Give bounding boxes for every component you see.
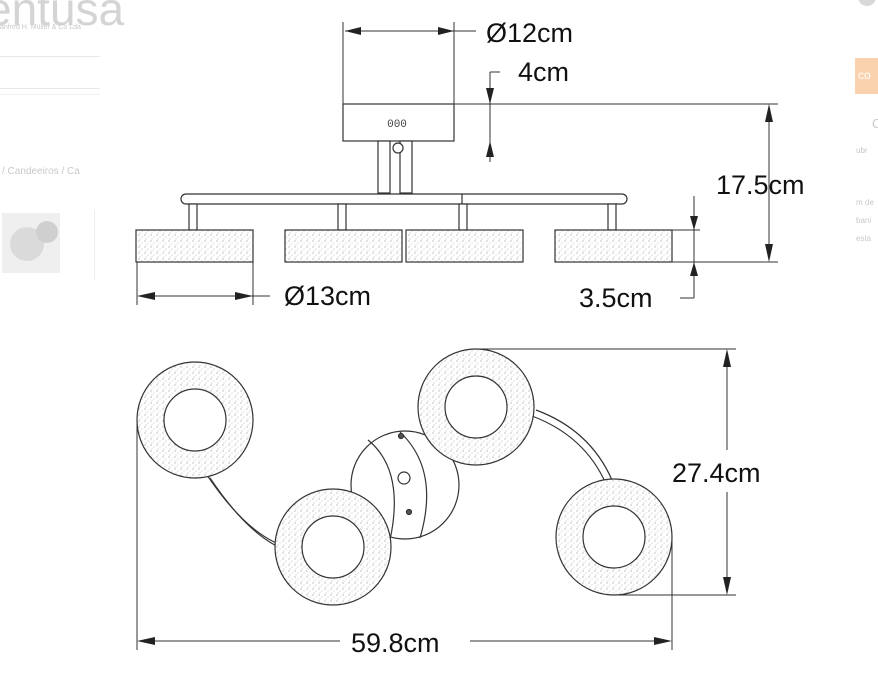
dim-width: 59.8cm <box>351 628 440 658</box>
right-snippet-4: bani <box>856 216 872 225</box>
canopy-marking: 000 <box>387 119 407 131</box>
right-snippet-1: C <box>872 116 878 131</box>
arm <box>180 193 628 205</box>
shade-side-3 <box>405 229 524 263</box>
dim-total-height: 17.5cm <box>716 170 805 200</box>
logo-subtitle: anfred H. Müller & Co Lda <box>0 24 81 31</box>
nav-divider <box>0 56 100 57</box>
add-to-cart-label: co <box>858 68 871 82</box>
shade-side-4 <box>554 229 673 263</box>
close-icon[interactable] <box>858 0 876 6</box>
breadcrumb[interactable]: / Candeeiros / Ca <box>2 166 80 177</box>
dim-canopy-height: 4cm <box>518 57 569 87</box>
logo-text: entusa <box>0 0 125 35</box>
shade-side-2 <box>284 229 403 263</box>
nav-divider-2 <box>0 88 100 89</box>
add-to-cart-button[interactable]: co <box>855 58 878 94</box>
right-snippet-2: ubr <box>856 146 868 155</box>
stem <box>377 140 391 194</box>
canopy <box>342 103 455 142</box>
nav-divider-3 <box>0 94 100 95</box>
dim-depth: 27.4cm <box>672 458 761 488</box>
dim-top-diameter: Ø12cm <box>486 18 573 48</box>
right-snippet-3: m de <box>856 198 874 207</box>
shade-side-1 <box>135 229 254 263</box>
thumbnail-frame <box>94 210 95 280</box>
right-snippet-5: esta <box>856 234 872 243</box>
dim-shade-diameter: Ø13cm <box>284 281 371 311</box>
dim-shade-height: 3.5cm <box>579 283 653 313</box>
product-thumbnail[interactable] <box>2 213 60 273</box>
